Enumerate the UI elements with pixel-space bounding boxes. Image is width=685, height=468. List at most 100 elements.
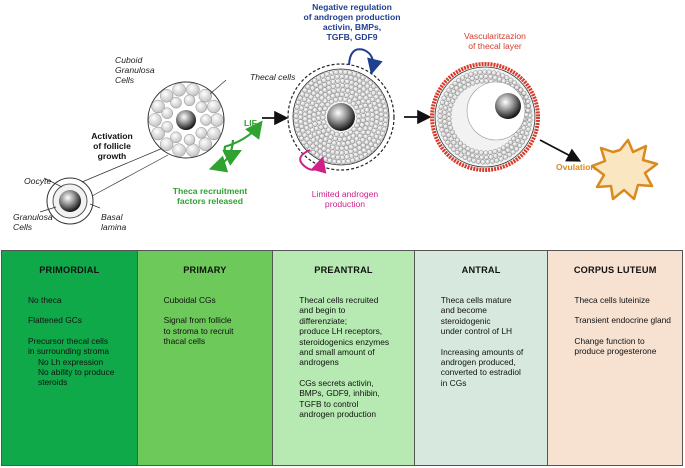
granulosa-cell: [319, 102, 325, 108]
granulosa-cell: [350, 157, 356, 164]
granulosa-cell: [318, 124, 324, 130]
granulosa-cell: [293, 113, 299, 119]
granulosa-cell: [360, 142, 366, 149]
negative-regulation-label: Negative regulation of androgen producti…: [303, 2, 401, 42]
granulosa-cell: [443, 91, 449, 97]
granulosa-cell: [437, 108, 443, 114]
granulosa-cell: [363, 133, 369, 140]
granulosa-cell: [347, 129, 354, 135]
granulosa-cell: [343, 74, 350, 80]
granulosa-cell: [313, 103, 320, 109]
limited-androgen-label: Limited androgen production: [311, 189, 379, 209]
granulosa-cell: [328, 134, 334, 140]
granulosa-cell: [369, 116, 376, 123]
granulosa-cell: [151, 99, 165, 114]
granulosa-cell: [376, 90, 383, 97]
granulosa-cell: [207, 126, 221, 141]
granulosa-cell: [321, 77, 327, 83]
granulosa-cell: [353, 152, 359, 158]
granulosa-cell: [330, 79, 336, 85]
granulosa-cell: [483, 154, 489, 160]
granulosa-cell: [348, 75, 354, 81]
granulosa-cell: [313, 82, 319, 88]
granulosa-cell: [380, 99, 387, 105]
basal-lamina-label: Basal lamina: [101, 212, 127, 232]
granulosa-cell: [497, 76, 503, 82]
granulosa-cell: [508, 77, 514, 83]
granulosa-cell: [456, 77, 462, 83]
granulosa-cell: [514, 85, 520, 90]
granulosa-cell: [352, 96, 358, 103]
granulosa-cell: [451, 146, 457, 152]
granulosa-cell: [488, 74, 494, 80]
granulosa-cell: [336, 159, 342, 165]
granulosa-cell: [465, 77, 471, 83]
granulosa-cell: [353, 92, 360, 98]
granulosa-cell: [337, 96, 344, 102]
granulosa-cell: [460, 75, 466, 81]
granulosa-cell: [302, 116, 308, 122]
granulosa-cell: [437, 113, 443, 119]
granulosa-cell: [440, 131, 446, 137]
granulosa-cell: [322, 98, 328, 104]
granulosa-cell: [317, 149, 323, 155]
granulosa-cell: [358, 154, 365, 160]
granulosa-cell: [304, 136, 310, 142]
primary-follicle: [147, 79, 227, 159]
granulosa-cell: [509, 144, 515, 150]
granulosa-cell: [500, 73, 506, 79]
granulosa-cell: [515, 138, 521, 144]
granulosa-cell: [383, 112, 389, 119]
granulosa-cell: [451, 140, 457, 146]
granulosa-cell: [497, 152, 503, 158]
granulosa-cell: [339, 132, 345, 138]
granulosa-cell: [510, 149, 516, 155]
stage-title: PRIMARY: [183, 265, 227, 275]
granulosa-cell: [356, 73, 362, 79]
granulosa-cell: [374, 87, 380, 93]
granulosa-cell: [477, 69, 483, 75]
granulosa-cell: [374, 114, 380, 120]
granulosa-cell: [342, 136, 348, 142]
granulosa-cell: [357, 78, 363, 84]
granulosa-cell: [336, 141, 342, 147]
granulosa-cell: [303, 120, 309, 127]
granulosa-cell: [364, 83, 371, 89]
granulosa-cell: [524, 131, 530, 137]
vascularization-label: Vascularitzazion of thecal layer: [464, 31, 526, 51]
granulosa-cell: [458, 152, 464, 158]
granulosa-cell: [364, 121, 370, 127]
granulosa-cell: [344, 83, 350, 89]
granulosa-cell: [328, 70, 335, 76]
follicle-development-diagram: [39, 48, 659, 225]
granulosa-cell: [442, 110, 448, 116]
granulosa-cell: [465, 151, 471, 157]
granulosa-cell: [148, 113, 162, 127]
stage-title: PREANTRAL: [314, 265, 373, 275]
granulosa-cell: [332, 136, 338, 142]
granulosa-cell: [186, 83, 200, 97]
granulosa-cell: [347, 70, 353, 76]
granulosa-cell: [360, 108, 366, 114]
granulosa-cell: [339, 73, 345, 80]
granulosa-cell: [321, 141, 328, 147]
granulosa-cell: [354, 122, 360, 129]
ovulation-shape: [590, 138, 659, 201]
granulosa-cell: [377, 102, 383, 109]
granulosa-cell: [518, 87, 524, 93]
granulosa-cell: [295, 99, 302, 106]
granulosa-cell: [506, 152, 512, 158]
granulosa-cell: [316, 130, 322, 136]
granulosa-cell: [377, 125, 383, 131]
granulosa-cell: [310, 149, 316, 156]
granulosa-cell: [326, 80, 332, 86]
granulosa-cell: [339, 154, 346, 161]
granulosa-cell: [370, 146, 376, 152]
granulosa-cell: [511, 136, 517, 142]
granulosa-cell: [300, 100, 306, 107]
granulosa-cell: [354, 130, 360, 136]
